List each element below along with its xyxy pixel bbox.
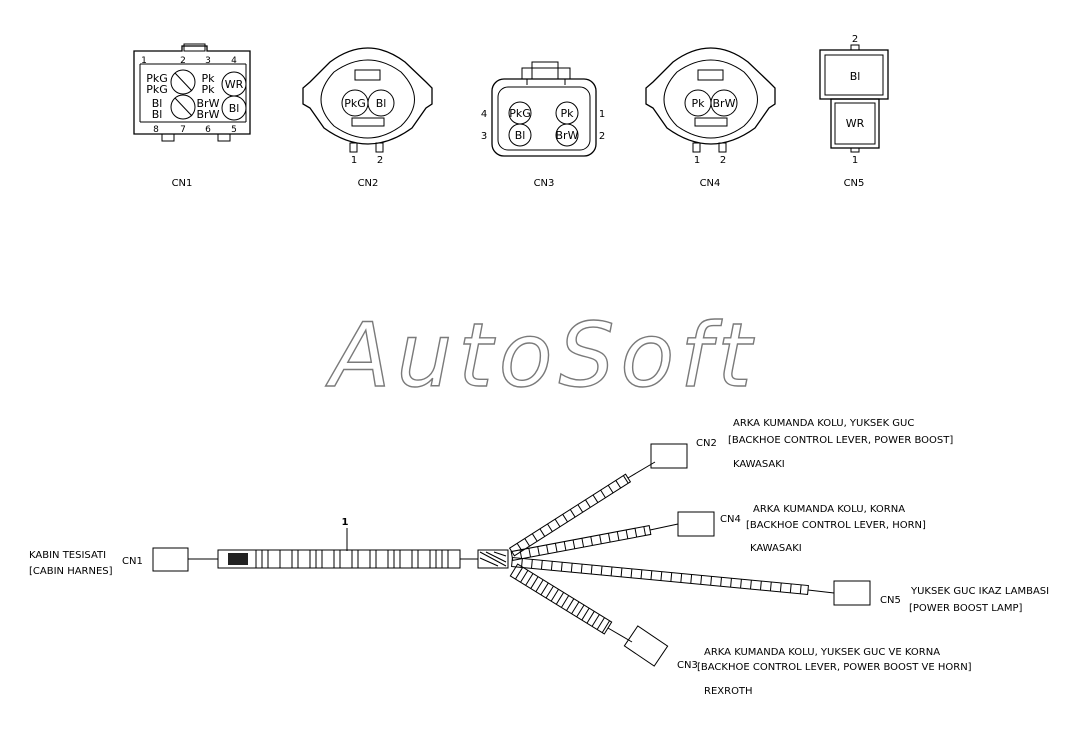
harness-cn2-label-2: [BACKHOE CONTROL LEVER, POWER BOOST] xyxy=(728,435,953,446)
cn1-pin-4: 4 xyxy=(231,56,237,66)
cn1-pin-5: 5 xyxy=(231,125,237,135)
cn3-wire-brw: BrW xyxy=(556,129,579,142)
cn3-wire-bl: Bl xyxy=(515,129,526,142)
harness-cn3-label-1: ARKA KUMANDA KOLU, YUKSEK GUC VE KORNA xyxy=(704,647,940,658)
cn1-wire-3b: Pk xyxy=(201,83,215,96)
cn2-pin-1: 1 xyxy=(351,155,357,166)
harness-cn1-tag: CN1 xyxy=(122,556,143,567)
cn4-connector-face: Pk BrW 1 2 CN4 xyxy=(645,47,776,189)
cn3-wire-pk: Pk xyxy=(560,107,574,120)
harness-cn5-plug xyxy=(833,580,871,606)
cn5-connector-face: Bl WR 2 1 CN5 xyxy=(819,34,889,189)
cn5-caption: CN5 xyxy=(844,178,865,189)
cn3-pin-4: 4 xyxy=(481,109,487,120)
harness-cn5-label-1: YUKSEK GUC IKAZ LAMBASI xyxy=(910,586,1049,597)
cn4-pin-1: 1 xyxy=(694,155,700,166)
cn4-pin-2: 2 xyxy=(720,155,726,166)
cn1-pin-1: 1 xyxy=(141,56,147,66)
harness-clip xyxy=(228,553,248,565)
cn2-connector-face: PkG Bl 1 2 CN2 xyxy=(302,47,433,189)
harness-drawing xyxy=(152,443,871,667)
harness-item-number: 1 xyxy=(342,517,349,528)
cn3-caption: CN3 xyxy=(534,178,555,189)
harness-cn1-label-1: KABIN TESISATI xyxy=(29,550,106,561)
harness-cn4-tag: CN4 xyxy=(720,514,741,525)
harness-cn2-label-3: KAWASAKI xyxy=(733,459,785,470)
cn1-pin-6: 6 xyxy=(205,125,211,135)
cn1-wire-8b: Bl xyxy=(152,108,163,121)
cn1-wire-6b: BrW xyxy=(197,108,220,121)
harness-cn1-plug xyxy=(152,547,189,572)
cn3-pin-2: 2 xyxy=(599,131,605,142)
cn1-pin-2: 2 xyxy=(180,56,186,66)
harness-cn4-label-1: ARKA KUMANDA KOLU, KORNA xyxy=(753,504,905,515)
harness-cn3-tag: CN3 xyxy=(677,660,698,671)
harness-cn2-plug xyxy=(650,443,688,469)
cn1-wire-4: WR xyxy=(225,78,244,91)
harness-cn2-tag: CN2 xyxy=(696,438,717,449)
cn2-wire-pkg: PkG xyxy=(344,97,366,110)
cn5-pin-2: 2 xyxy=(852,34,858,45)
cn1-wire-1a: PkG xyxy=(146,72,168,85)
harness-cn1-label-2: [CABIN HARNES] xyxy=(29,566,113,577)
cn1-wire-3a: Pk xyxy=(201,72,215,85)
cn5-pin-1: 1 xyxy=(852,155,858,166)
watermark-logo: AutoSoft xyxy=(325,304,758,407)
cn1-pin-8: 8 xyxy=(153,125,159,135)
harness-cn5-label-2: [POWER BOOST LAMP] xyxy=(909,603,1022,614)
harness-cn2-label-1: ARKA KUMANDA KOLU, YUKSEK GUC xyxy=(733,418,914,429)
cn1-wire-1b: PkG xyxy=(146,83,168,96)
harness-cn4-plug xyxy=(677,511,715,537)
cn1-caption: CN1 xyxy=(172,178,193,189)
cn4-caption: CN4 xyxy=(700,178,721,189)
cn5-wire-wr: WR xyxy=(846,117,865,130)
cn3-pin-1: 1 xyxy=(599,109,605,120)
harness-cn4-label-3: KAWASAKI xyxy=(750,543,802,554)
cn1-wire-8a: Bl xyxy=(152,97,163,110)
cn5-wire-bl: Bl xyxy=(850,70,861,83)
cn2-caption: CN2 xyxy=(358,178,379,189)
cn1-pin-3: 3 xyxy=(205,56,211,66)
cn3-wire-pkg: PkG xyxy=(509,107,531,120)
cn4-wire-brw: BrW xyxy=(713,97,736,110)
cn2-wire-bl: Bl xyxy=(376,97,387,110)
cn2-pin-2: 2 xyxy=(377,155,383,166)
cn3-connector-face: PkG Pk Bl BrW 4 3 1 2 CN3 xyxy=(481,61,605,189)
harness-cn3-label-2: [BACKHOE CONTROL LEVER, POWER BOOST VE H… xyxy=(697,662,972,673)
cn1-wire-5: Bl xyxy=(229,102,240,115)
cn1-wire-6a: BrW xyxy=(197,97,220,110)
cn1-pin-7: 7 xyxy=(180,125,186,135)
cn3-pin-3: 3 xyxy=(481,131,487,142)
harness-cn3-plug xyxy=(623,625,669,667)
harness-cn3-label-3: REXROTH xyxy=(704,686,753,697)
harness-cn5-tag: CN5 xyxy=(880,595,901,606)
harness-cn4-label-2: [BACKHOE CONTROL LEVER, HORN] xyxy=(746,520,926,531)
cn4-wire-pk: Pk xyxy=(691,97,705,110)
cn1-connector-face: 1 2 3 4 8 7 6 5 PkG PkG Pk Pk WR Bl Bl B… xyxy=(133,43,251,189)
